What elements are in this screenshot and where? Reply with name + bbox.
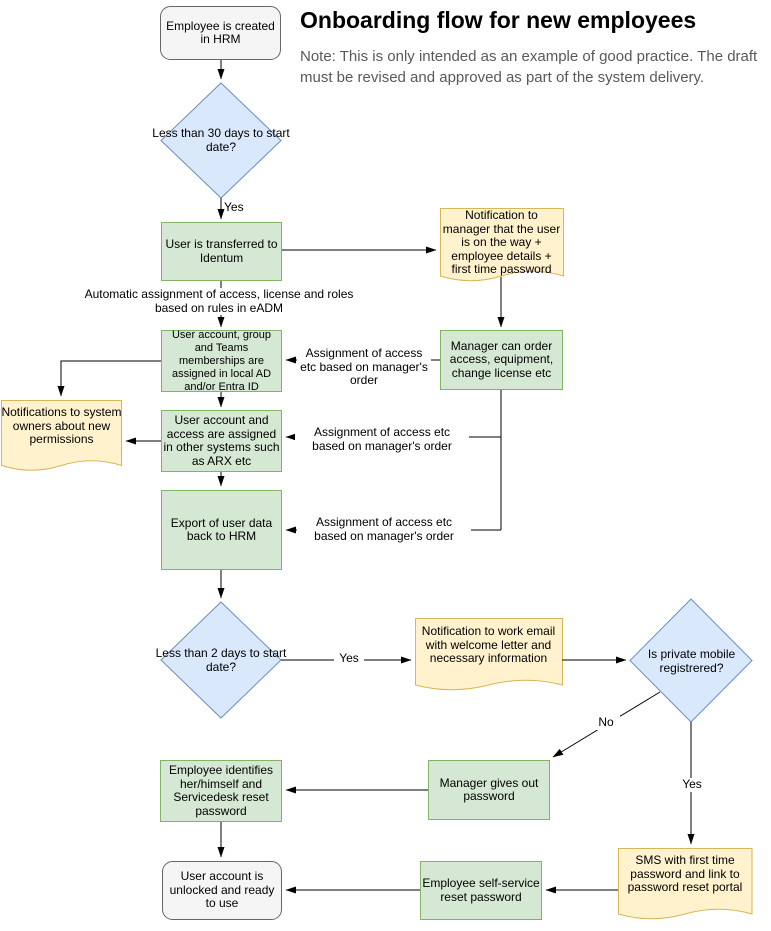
shape-note-work-email xyxy=(415,618,563,691)
edge-label-yes-2-days: Yes xyxy=(334,651,364,666)
edge-label-yes-30-days: Yes xyxy=(224,200,244,214)
shape-export-hrm xyxy=(161,490,282,570)
node-employee-identifies: Employee identifies her/himself and Serv… xyxy=(168,763,274,818)
shape-self-service-reset xyxy=(420,861,542,920)
page-note: Note: This is only intended as an exampl… xyxy=(300,48,758,86)
shape-start-hrm xyxy=(160,6,281,60)
edge-label-assignment-order-3: Assignment of access etc based on manage… xyxy=(297,515,471,543)
shape-transfer-identum xyxy=(161,222,282,281)
node-ad-entra-assignment: User account, group and Teams membership… xyxy=(171,328,272,393)
node-self-service-reset: Employee self-service reset password xyxy=(422,876,540,904)
node-other-systems-assignment: User account and access are assigned in … xyxy=(163,413,280,468)
shape-manager-order xyxy=(440,330,563,390)
node-start-hrm: Employee is created in HRM xyxy=(166,18,275,46)
shape-note-system-owners xyxy=(1,400,122,471)
node-export-hrm: Export of user data back to HRM xyxy=(170,515,273,543)
edge-label-assignment-order-1: Assignment of access etc based on manage… xyxy=(297,346,431,388)
edge-label-no-private-mobile: No xyxy=(592,715,620,730)
node-decision-2-days: Less than 2 days to start date? xyxy=(155,646,287,674)
edge-label-yes-private-mobile: Yes xyxy=(677,777,707,792)
shape-ad-entra-assignment xyxy=(161,330,282,392)
page-title: Onboarding flow for new employees xyxy=(300,7,697,33)
node-account-unlocked: User account is unlocked and ready to us… xyxy=(169,869,275,911)
shape-account-unlocked xyxy=(162,861,282,920)
shape-decision-2-days xyxy=(160,601,282,719)
shape-manager-gives-password xyxy=(428,760,550,820)
shape-employee-identifies xyxy=(160,760,282,822)
shape-other-systems-assignment xyxy=(161,410,282,472)
node-transfer-identum: User is transferred to Identum xyxy=(165,237,278,265)
node-note-sms: SMS with first time password and link to… xyxy=(627,853,743,894)
edge-label-auto-assignment: Automatic assignment of access, license … xyxy=(68,287,370,315)
shape-note-manager-notification xyxy=(440,208,564,282)
shape-note-sms xyxy=(618,848,753,920)
node-manager-gives-password: Manager gives out password xyxy=(439,775,539,803)
node-note-work-email: Notification to work email with welcome … xyxy=(421,624,556,665)
node-note-system-owners: Notifications to system owners about new… xyxy=(1,405,122,446)
connector-adentra-to-owners-note xyxy=(57,360,161,397)
edge-label-assignment-order-2: Assignment of access etc based on manage… xyxy=(295,425,469,453)
node-decision-30-days: Less than 30 days to start date? xyxy=(152,126,290,154)
node-decision-private-mobile: Is private mobile registrered? xyxy=(647,647,736,675)
node-note-manager-notification: Notification to manager that the user is… xyxy=(442,208,561,276)
node-manager-order: Manager can order access, equipment, cha… xyxy=(449,338,554,380)
